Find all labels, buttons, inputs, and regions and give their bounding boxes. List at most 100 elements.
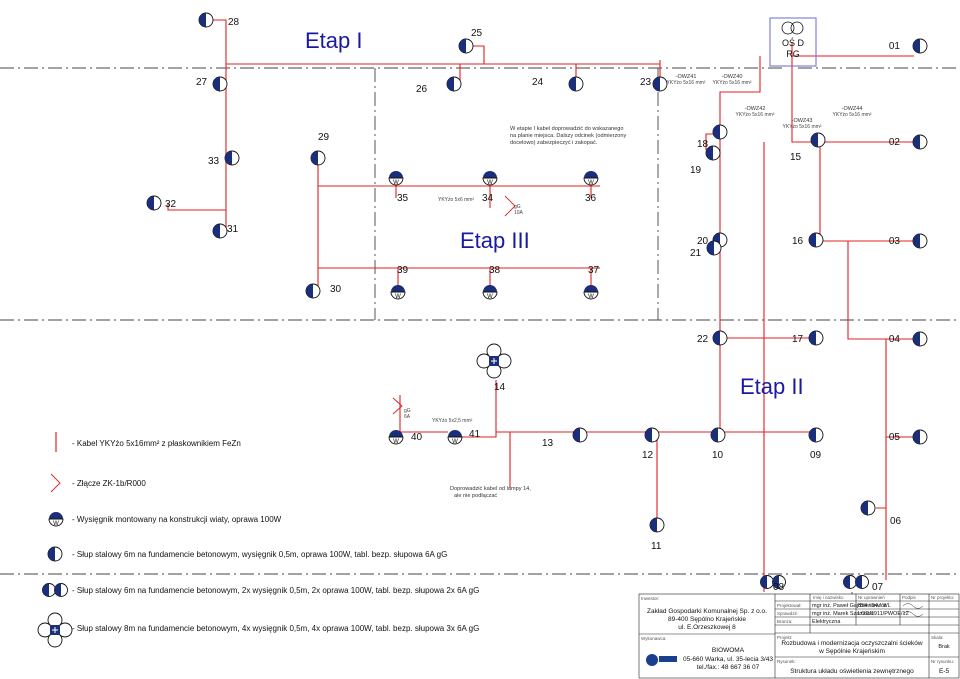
cable-id: -OWZ43 [792,118,813,124]
wykonawca-label: Wykonawca: [641,636,666,641]
lamp-number: 02 [889,137,901,148]
lamp-number: 29 [318,132,330,143]
fuse-rating: 10A [514,210,524,216]
branza-label: Branża: [777,619,793,624]
rysunek-value: Struktura układu oświetlenia zewnętrzneg… [790,668,914,675]
lamp-08 [760,575,786,589]
lamp-number: 15 [790,152,802,163]
stage-title-1: Etap I [305,28,362,53]
note-etap1: W etapie I kabel doprowadzić do wskazane… [510,126,626,146]
svg-text:W: W [452,439,458,445]
legend-item-wall: - Wysięgnik montowany na konstrukcji wia… [72,515,282,524]
wall-lamp-number: 39 [397,265,409,276]
junction-box-34: gG 10A [504,195,524,217]
wall-lamp-number: 35 [397,193,409,204]
svg-text:W: W [487,180,493,186]
note-line-4: Doprowadzić kabel od lampy 14, [450,486,531,492]
company-phone: tel./fax.: 48 667 36 07 [697,664,760,671]
lamp-number: 06 [890,516,902,527]
lamp-12 [644,427,660,443]
transformer-coil-icon [781,21,795,35]
biowoma-logo-icon [646,654,677,666]
lamp-number: 11 [651,541,662,552]
lamp-26 [446,76,462,92]
fixtures: 0102030405060708091011121314151617181920… [146,12,928,593]
svg-text:W: W [393,439,399,445]
lamp-19 [705,145,721,161]
stage-title-2: Etap II [740,374,804,399]
lamp-22 [712,330,728,346]
lamp-31 [212,223,228,239]
lamp-number: 17 [792,334,804,345]
title-block [638,593,960,679]
lamp-06 [860,500,876,516]
projekt-line-1: Rozbudowa i modernizacja oczyszczalni śc… [781,640,923,647]
lamp-number: 22 [697,334,709,345]
lamp-25 [458,38,474,54]
fuse-label: gG [404,408,411,414]
row-designer-label: Projektował: [777,603,802,608]
legend-symbols: W [37,512,73,648]
inwestor-label: Inwestor: [641,596,659,601]
lamp-14 [476,343,512,379]
lamp-21 [706,240,722,256]
wall-lamp-40: W [388,430,404,445]
lamp-number: 13 [542,438,554,449]
lamp-32 [146,195,162,211]
company-address: 05-660 Warka, ul. 35-lecia 3/43 [683,656,773,663]
lamp-28 [198,12,214,28]
lamp-number: 25 [471,28,483,39]
lamp-number: 33 [208,156,220,167]
lamp-10 [710,427,726,443]
lamp-04 [912,331,928,347]
lamp-29 [310,150,326,166]
legend-item-junction: - Złącze ZK-1b/R000 [72,479,146,488]
cable-label-34: YKYżo 5x6 mm² [438,197,474,203]
junction-box-40: gG 6A [392,397,411,420]
lamp-number: 27 [196,77,208,88]
company-name: BIOWOMA [712,647,745,654]
signature-icon [902,611,924,617]
note-line-5: ale nie podłączać [454,493,497,499]
lamp-number: 30 [330,284,342,295]
legend-pole-single-icon [47,546,63,562]
lamp-09 [808,427,824,443]
lamp-05 [912,429,928,445]
inwestor-street: ul. E.Orzeszkowej 8 [678,624,736,631]
lamp-01 [912,38,928,54]
row-checker-label: Sprawdził: [777,611,798,616]
svg-text:W: W [393,180,399,186]
legend-junction-icon [50,473,61,493]
wall-lamp-34: W [482,171,498,186]
rysunek-label: Rysunek: [777,659,796,664]
lamp-number: 12 [642,450,654,461]
lamp-number: 05 [889,432,901,443]
col-project-no: Nr projektu: [931,595,954,600]
skala-label: Skala: [931,635,944,640]
lamp-11 [649,517,665,533]
wall-lamp-37: W [583,285,599,300]
lamp-13 [572,427,588,443]
lamp-24 [568,76,584,92]
svg-text:W: W [588,294,594,300]
nr-rysunku-label: Nr rysunku: [931,659,954,664]
row-designer-license: 554 / 94 / WL [858,603,891,609]
lamp-number: 21 [690,248,702,259]
lamp-number: 01 [889,41,901,52]
cable-type: YKYżo 5x16 mm² [833,112,872,118]
svg-text:W: W [588,180,594,186]
wall-lamp-number: 34 [482,193,494,204]
fuse-label: gG [514,204,521,210]
lamp-number: 24 [532,77,544,88]
lamp-number: 32 [165,199,177,210]
note-lamp14: Doprowadzić kabel od lampy 14, ale nie p… [450,486,531,499]
stage-title-3: Etap III [460,228,530,253]
svg-text:W: W [487,294,493,300]
note-line-2: na planie miejsca. Dalszy odcinek (odmie… [510,133,626,139]
row-checker-license: LOD/1911/PWOE/12 [858,611,909,617]
wall-lamp-number: 36 [585,193,597,204]
